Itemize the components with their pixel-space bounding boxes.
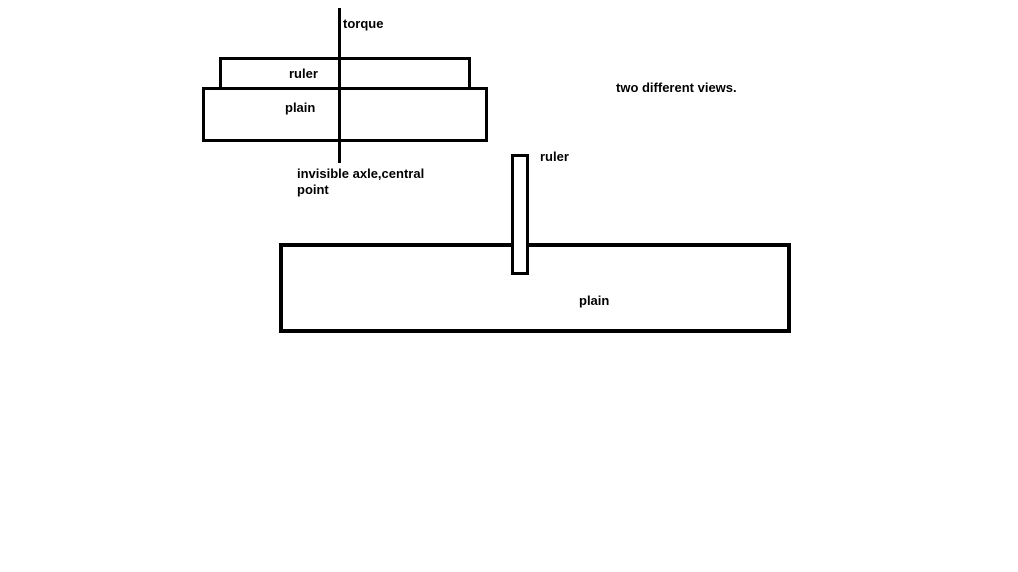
side-ruler-label: ruler	[540, 149, 569, 164]
torque-label: torque	[343, 16, 384, 31]
views-note: two different views.	[616, 80, 737, 95]
top-view-ruler-rect	[219, 57, 471, 90]
top-view-plain-rect	[202, 87, 488, 142]
top-ruler-label: ruler	[289, 66, 318, 81]
side-view-plain-rect	[279, 243, 791, 333]
axle-label-line1: invisible axle,central	[297, 166, 425, 181]
top-plain-label: plain	[285, 100, 316, 115]
axle-label-line2: point	[297, 182, 329, 197]
side-plain-label: plain	[579, 293, 610, 308]
side-view-ruler-rect	[511, 154, 529, 275]
